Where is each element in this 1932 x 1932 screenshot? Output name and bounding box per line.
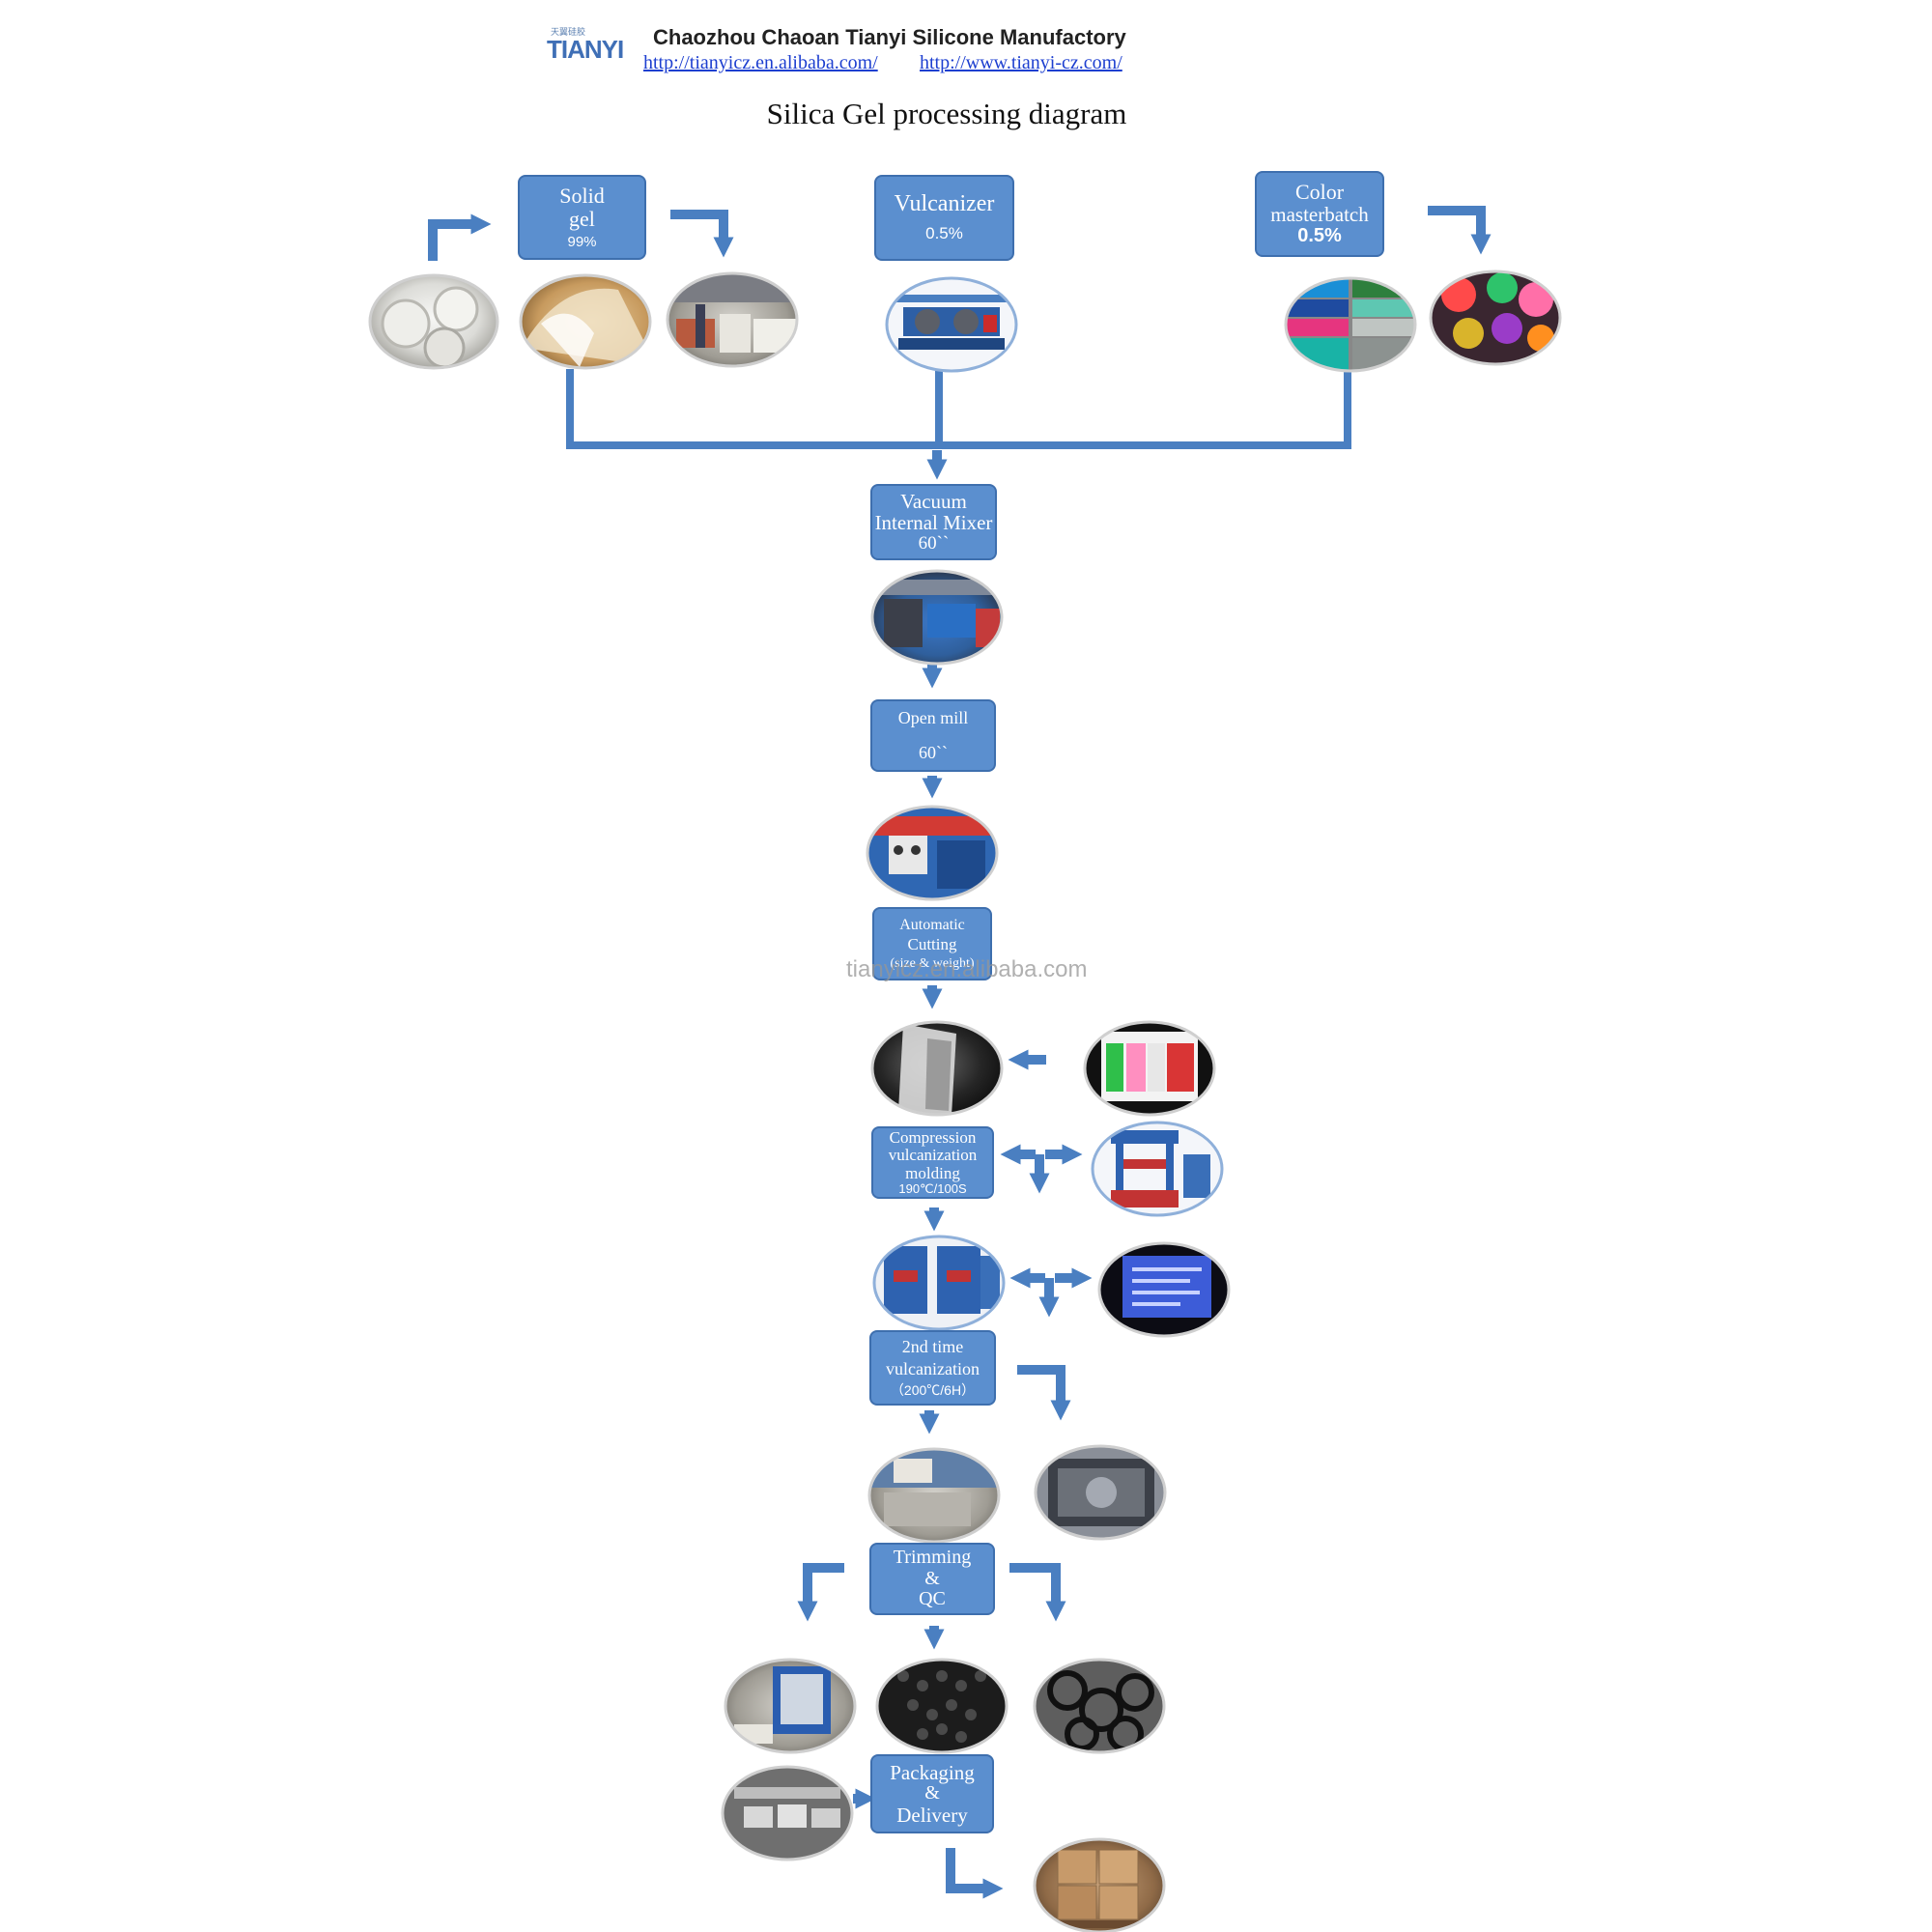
trimming-label: Trimming: [893, 1547, 972, 1569]
masterbatch-label: masterbatch: [1270, 203, 1369, 227]
arrow-right-down-secondvulc: [1017, 1365, 1071, 1421]
internal-mixer-photo: [870, 569, 1004, 666]
solid-gel-photo: [519, 273, 652, 370]
vacuum-label: Vacuum: [900, 489, 967, 513]
arrow-left-down-trimming: [797, 1563, 844, 1622]
color-swatches-photo: [1284, 276, 1417, 373]
o-rings-photo: [1033, 1658, 1166, 1754]
arrow-packaging-to-cartons: [946, 1848, 1004, 1899]
company-name: Chaozhou Chaoan Tianyi Silicone Manufact…: [653, 25, 1126, 49]
control-panel-photo: [1083, 1020, 1216, 1117]
second-vulcanization-label: vulcanization: [886, 1359, 980, 1379]
color-percent: 0.5%: [1297, 224, 1342, 246]
black-parts-photo: [875, 1658, 1009, 1754]
arrow-left-up-solidgel: [428, 213, 492, 261]
open-mill-box: Open mill 60``: [870, 699, 996, 772]
alibaba-link[interactable]: http://tianyicz.en.alibaba.com/: [643, 52, 878, 73]
vulcanizing-press-photo: [1091, 1121, 1224, 1217]
compression-molding-box: Compression vulcanization molding 190℃/1…: [871, 1126, 994, 1199]
vulcanization-label: vulcanization: [888, 1146, 978, 1165]
packaging-delivery-box: Packaging & Delivery: [870, 1754, 994, 1833]
solid-gel-box: Solid gel 99%: [518, 175, 646, 260]
packing-line-photo: [721, 1765, 854, 1861]
packaging-ampersand: &: [924, 1782, 940, 1804]
flow-arrows: [428, 206, 1492, 1899]
second-vulc-spec: （200℃/6H）: [890, 1381, 976, 1398]
tianyi-logo: 天翼硅胶 TIANYI: [547, 25, 628, 68]
second-time-label: 2nd time: [901, 1337, 964, 1356]
qc-label: QC: [919, 1588, 946, 1610]
packaging-label: Packaging: [890, 1760, 975, 1784]
colored-pigments-photo: [1429, 270, 1562, 366]
mixer-time: 60``: [918, 532, 950, 554]
connectors: [566, 369, 1351, 449]
open-mill-label: Open mill: [897, 708, 969, 728]
molding-presses-photo: [872, 1235, 1006, 1331]
color-label: Color: [1294, 180, 1345, 205]
oven-interior-photo: [1034, 1444, 1167, 1541]
vulcanizer-box: Vulcanizer 0.5%: [874, 175, 1014, 261]
auto-cutting-box: Automatic Cutting (size & weight): [872, 907, 992, 980]
color-masterbatch-box: Color masterbatch 0.5%: [1255, 171, 1384, 257]
trimming-qc-box: Trimming & QC: [869, 1543, 995, 1615]
logo-chinese-text: 天翼硅胶: [551, 28, 586, 38]
open-mill-machine-photo: [866, 805, 999, 901]
compression-label: Compression: [889, 1127, 977, 1147]
solid-gel-percent: 99%: [567, 233, 597, 250]
delivery-label: Delivery: [896, 1803, 968, 1827]
solid-gel-label-2: gel: [569, 206, 595, 231]
trimming-ampersand: &: [924, 1567, 940, 1589]
page-title: Silica Gel processing diagram: [766, 97, 1127, 130]
website-link[interactable]: http://www.tianyi-cz.com/: [920, 52, 1122, 73]
internal-mixer-label: Internal Mixer: [874, 511, 993, 535]
press-screen-photo: [1097, 1241, 1231, 1338]
cartons-pallet-photo: [1033, 1837, 1166, 1932]
second-vulcanization-box: 2nd time vulcanization （200℃/6H）: [869, 1330, 996, 1406]
warehouse-boxes-photo: [666, 271, 799, 368]
vulcanizer-label: Vulcanizer: [894, 191, 995, 217]
arrow-right-down-trimming: [1009, 1563, 1066, 1622]
molding-label: molding: [905, 1163, 960, 1182]
trimming-machine-photo: [724, 1658, 857, 1754]
oven-room-photo: [867, 1447, 1001, 1544]
cutting-label: Cutting: [907, 934, 957, 953]
cutting-machine-photo: [870, 1020, 1004, 1117]
vacuum-mixer-box: Vacuum Internal Mixer 60``: [870, 484, 997, 560]
compression-spec: 190℃/100S: [898, 1181, 967, 1197]
watermark: tianyicz.en.alibaba.com: [846, 956, 1088, 982]
solid-gel-label: Solid: [559, 184, 605, 209]
open-mill-time: 60``: [919, 742, 948, 762]
silicone-rolls-photo: [368, 273, 499, 370]
vulcanizer-percent: 0.5%: [925, 224, 963, 243]
automatic-label: Automatic: [899, 916, 965, 933]
logo-wordmark: TIANYI: [547, 35, 624, 64]
cutting-note: (size & weight): [890, 956, 975, 972]
two-roll-mill-photo: [885, 276, 1018, 373]
arrow-right-down-color: [1428, 206, 1492, 255]
arrow-right-down-solidgel: [670, 210, 734, 258]
